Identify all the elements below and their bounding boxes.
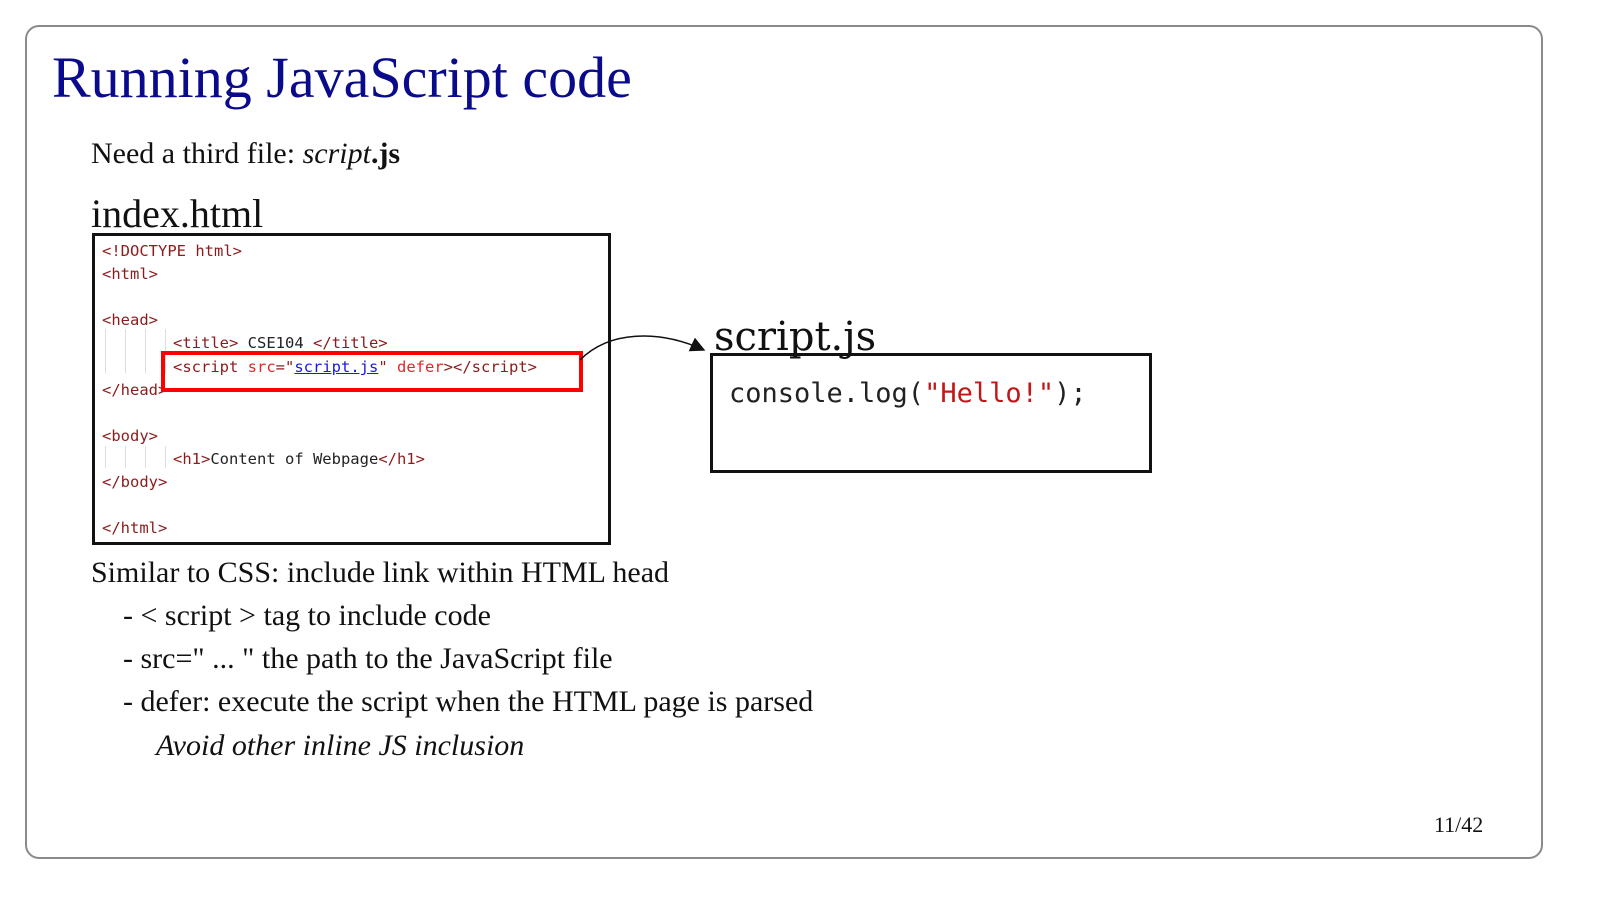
intro-text: Need a third file: script.js	[91, 137, 400, 171]
code-line: <body>	[102, 427, 158, 445]
code-line: <title> CSE104 </title>	[173, 334, 388, 352]
html-code-box: <!DOCTYPE html> <html> <head> <title> CS…	[92, 233, 611, 545]
code-line: </head>	[102, 381, 168, 399]
intro-bold: .js	[370, 137, 401, 170]
js-file-label: script.js	[714, 314, 877, 360]
intro-italic: script	[302, 137, 371, 170]
bullet-item: - defer: execute the script when the HTM…	[123, 685, 814, 718]
intro-prefix: Need a third file:	[91, 137, 303, 170]
js-code-box: console.log("Hello!");	[710, 353, 1152, 473]
slide-frame	[25, 25, 1543, 859]
bullets-heading: Similar to CSS: include link within HTML…	[91, 556, 670, 589]
page-number: 11/42	[1434, 812, 1484, 837]
html-file-label: index.html	[91, 191, 264, 236]
code-line-script: <script src="script.js" defer></script>	[173, 358, 537, 376]
slide-title: Running JavaScript code	[52, 45, 632, 110]
js-code-line: console.log("Hello!");	[729, 378, 1087, 409]
code-line: <h1>Content of Webpage</h1>	[173, 450, 425, 468]
note-text: Avoid other inline JS inclusion	[156, 729, 525, 762]
code-line: <!DOCTYPE html>	[102, 242, 242, 260]
code-line: </html>	[102, 519, 168, 537]
code-line: <html>	[102, 265, 158, 283]
script-tag-highlight	[161, 351, 583, 392]
code-line: <head>	[102, 311, 158, 329]
bullet-item: - < script > tag to include code	[123, 599, 491, 632]
code-line: </body>	[102, 473, 168, 491]
bullet-item: - src=" ... " the path to the JavaScript…	[123, 642, 613, 675]
